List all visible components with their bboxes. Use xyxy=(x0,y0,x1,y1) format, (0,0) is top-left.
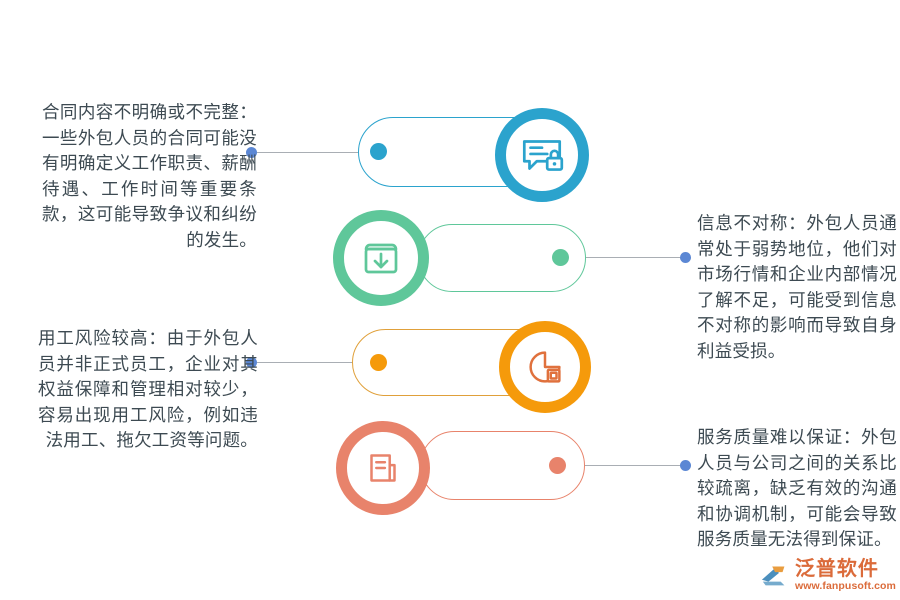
fanpu-logo-mark xyxy=(761,566,785,586)
chat-lock-icon xyxy=(522,140,564,171)
connector-line-asymmetry xyxy=(586,257,684,259)
text-asymmetry: 信息不对称：外包人员通常处于弱势地位，他们对市场行情和企业内部情况了解不足，可能… xyxy=(697,213,897,361)
box-download-icon xyxy=(364,243,398,274)
text-endpoint-dot-asymmetry xyxy=(680,252,691,263)
watermark-url: www.fanpusoft.com xyxy=(794,579,896,592)
watermark-logo: 泛普软件 www.fanpusoft.com xyxy=(760,553,896,597)
icon-ring-service-quality[interactable] xyxy=(336,421,430,515)
text-endpoint-dot-contract xyxy=(246,147,257,158)
text-service-quality: 服务质量难以保证：外包人员与公司之间的关系比较疏离，缺乏有效的沟通和协调机制，可… xyxy=(697,427,897,549)
connector-line-labor-risk xyxy=(252,362,362,364)
text-endpoint-dot-service-quality xyxy=(680,460,691,471)
watermark-brand: 泛普软件 xyxy=(794,557,879,580)
pie-chart-icon xyxy=(529,351,561,383)
text-endpoint-dot-labor-risk xyxy=(246,357,257,368)
pill-dot-contract xyxy=(370,143,387,160)
icon-ring-labor-risk[interactable] xyxy=(499,321,591,413)
connector-line-service-quality xyxy=(585,465,684,467)
icon-ring-asymmetry[interactable] xyxy=(333,210,429,306)
text-labor-risk: 用工风险较高：由于外包人员并非正式员工，企业对其权益保障和管理相对较少，容易出现… xyxy=(38,328,258,450)
icon-ring-contract[interactable] xyxy=(495,108,589,202)
documents-icon xyxy=(370,454,396,482)
pill-dot-labor-risk xyxy=(370,354,387,371)
pill-dot-asymmetry xyxy=(552,249,569,266)
connector-line-contract xyxy=(252,152,364,154)
pill-dot-service-quality xyxy=(549,457,566,474)
pill-asymmetry xyxy=(418,224,586,292)
text-contract: 合同内容不明确或不完整：一些外包人员的合同可能没有明确定义工作职责、薪酬待遇、工… xyxy=(42,102,257,250)
